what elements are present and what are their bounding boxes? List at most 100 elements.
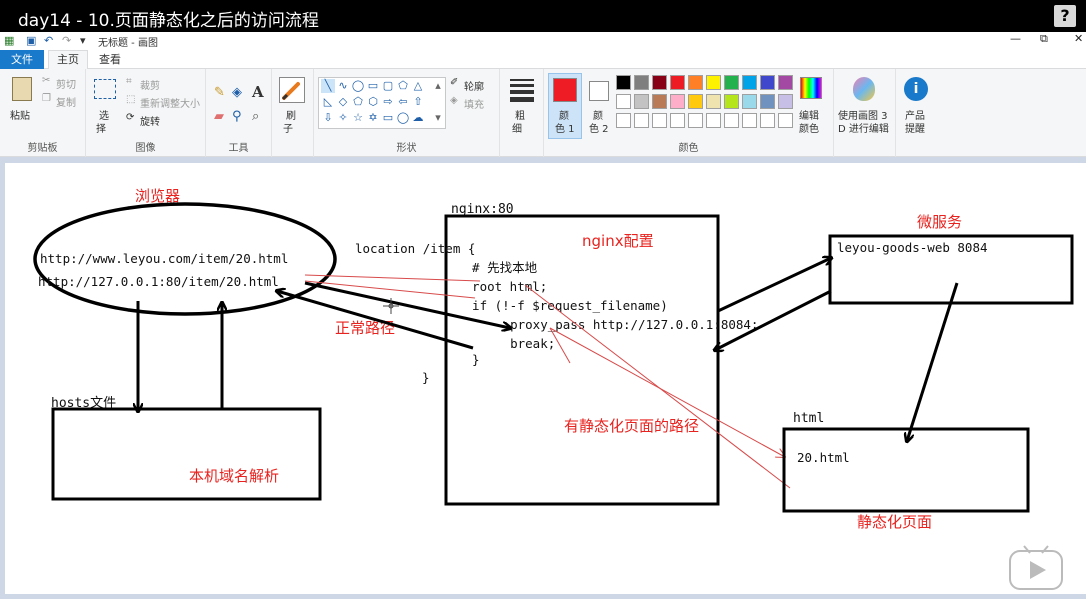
select-button[interactable]: 选 (99, 111, 109, 122)
palette-swatch[interactable] (724, 75, 739, 90)
diamond-shape-icon[interactable]: ◇ (338, 95, 348, 108)
edit-colors-icon[interactable] (800, 77, 822, 99)
rotate-icon[interactable]: ⟳ (126, 112, 135, 123)
info-icon[interactable]: i (904, 77, 928, 101)
palette-swatch[interactable] (760, 94, 775, 109)
paint3d-icon[interactable] (853, 77, 875, 101)
save-icon[interactable]: ▣ (26, 34, 37, 47)
help-button[interactable]: ? (1054, 5, 1076, 27)
maximize-button[interactable]: ⧉ (1040, 32, 1048, 45)
palette-swatch[interactable] (652, 94, 667, 109)
undo-icon[interactable]: ↶ (44, 34, 54, 47)
palette-swatch[interactable] (652, 113, 667, 128)
brush-icon[interactable] (279, 77, 305, 103)
edit-colors-button-line2[interactable]: 颜色 (799, 124, 819, 135)
select-button-line2[interactable]: 择 (96, 124, 106, 135)
resize-icon[interactable]: ⬚ (126, 94, 136, 105)
triangle-shape-icon[interactable]: △ (413, 79, 423, 92)
color2-swatch[interactable] (589, 81, 609, 101)
six-point-star-shape-icon[interactable]: ✡ (368, 111, 378, 124)
line-shape-icon[interactable]: ╲ (321, 79, 335, 93)
size-icon[interactable] (510, 79, 534, 102)
shapes-scroll-up-icon[interactable]: ▴ (435, 79, 441, 92)
palette-swatch[interactable] (634, 75, 649, 90)
video-play-button[interactable] (1008, 545, 1064, 593)
copy-icon[interactable]: ❐ (42, 93, 51, 104)
palette-swatch[interactable] (634, 94, 649, 109)
product-alert-button[interactable]: 产品 (905, 111, 925, 122)
up-arrow-shape-icon[interactable]: ⇧ (413, 95, 423, 108)
palette-swatch[interactable] (706, 94, 721, 109)
palette-swatch[interactable] (724, 94, 739, 109)
shapes-more-icon[interactable]: ▾ (435, 111, 441, 124)
palette-swatch[interactable] (616, 94, 631, 109)
five-point-star-shape-icon[interactable]: ☆ (353, 111, 363, 124)
palette-swatch[interactable] (670, 113, 685, 128)
paste-button[interactable]: 粘贴 (10, 111, 30, 122)
outline-button[interactable]: 轮廓 (464, 82, 484, 93)
pentagon-shape-icon[interactable]: ⬠ (353, 95, 363, 108)
size-button[interactable]: 粗 (515, 111, 525, 122)
paint3d-button-line2[interactable]: D 进行编辑 (838, 124, 889, 135)
palette-swatch[interactable] (706, 75, 721, 90)
fill-bucket-icon[interactable]: ◈ (232, 85, 242, 100)
palette-swatch[interactable] (742, 75, 757, 90)
tab-file[interactable]: 文件 (0, 50, 44, 69)
fill-icon[interactable]: ◈ (450, 95, 458, 106)
eraser-icon[interactable]: ▰ (214, 109, 224, 124)
minimize-button[interactable]: — (1010, 32, 1021, 45)
palette-swatch[interactable] (688, 113, 703, 128)
palette-swatch[interactable] (760, 113, 775, 128)
palette-swatch[interactable] (652, 75, 667, 90)
resize-button[interactable]: 重新调整大小 (140, 99, 200, 110)
palette-swatch[interactable] (670, 75, 685, 90)
tab-home[interactable]: 主页 (48, 50, 88, 70)
palette-swatch[interactable] (688, 94, 703, 109)
size-button-line2[interactable]: 细 (512, 124, 522, 135)
edit-colors-button[interactable]: 编辑 (799, 111, 819, 122)
brushes-button-line2[interactable]: 子 (283, 124, 293, 135)
pencil-icon[interactable]: ✎ (214, 85, 225, 100)
right-arrow-shape-icon[interactable]: ⇨ (383, 95, 393, 108)
brushes-button[interactable]: 刷 (286, 111, 296, 122)
palette-swatch[interactable] (724, 113, 739, 128)
crop-icon[interactable]: ⌗ (126, 76, 132, 87)
tab-view[interactable]: 查看 (99, 53, 121, 66)
callout-oval-shape-icon[interactable]: ◯ (396, 111, 410, 124)
palette-swatch[interactable] (742, 113, 757, 128)
palette-swatch[interactable] (634, 113, 649, 128)
close-button[interactable]: ✕ (1074, 32, 1084, 45)
oval-shape-icon[interactable]: ◯ (351, 79, 365, 92)
cut-icon[interactable]: ✂ (42, 75, 51, 86)
select-icon[interactable] (94, 79, 116, 99)
right-triangle-shape-icon[interactable]: ◺ (323, 95, 333, 108)
text-tool-icon[interactable]: A (252, 83, 264, 101)
paste-icon[interactable] (12, 77, 32, 101)
palette-swatch[interactable] (760, 75, 775, 90)
curve-shape-icon[interactable]: ∿ (338, 79, 348, 92)
product-alert-button-line2[interactable]: 提醒 (905, 124, 925, 135)
callout-cloud-shape-icon[interactable]: ☁ (412, 111, 424, 124)
left-arrow-shape-icon[interactable]: ⇦ (398, 95, 408, 108)
cut-button[interactable]: 剪切 (56, 80, 76, 91)
paint3d-button[interactable]: 使用画图 3 (838, 111, 888, 122)
redo-icon[interactable]: ↷ (62, 34, 72, 47)
palette-swatch[interactable] (616, 75, 631, 90)
palette-swatch[interactable] (778, 75, 793, 90)
hexagon-shape-icon[interactable]: ⬡ (368, 95, 378, 108)
palette-swatch[interactable] (778, 94, 793, 109)
rotate-button[interactable]: 旋转 (140, 117, 160, 128)
copy-button[interactable]: 复制 (56, 98, 76, 109)
polygon-shape-icon[interactable]: ⬠ (398, 79, 408, 92)
palette-swatch[interactable] (616, 113, 631, 128)
color1-swatch[interactable] (553, 78, 577, 102)
outline-icon[interactable]: ✐ (450, 77, 459, 88)
rounded-rectangle-shape-icon[interactable]: ▢ (382, 79, 394, 92)
down-arrow-shape-icon[interactable]: ⇩ (323, 111, 333, 124)
rectangle-shape-icon[interactable]: ▭ (367, 79, 379, 92)
palette-swatch[interactable] (742, 94, 757, 109)
fill-button[interactable]: 填充 (464, 100, 484, 111)
palette-swatch[interactable] (706, 113, 721, 128)
quick-access-dropdown-icon[interactable]: ▾ (80, 34, 86, 47)
magnifier-icon[interactable]: ⌕ (252, 109, 260, 124)
